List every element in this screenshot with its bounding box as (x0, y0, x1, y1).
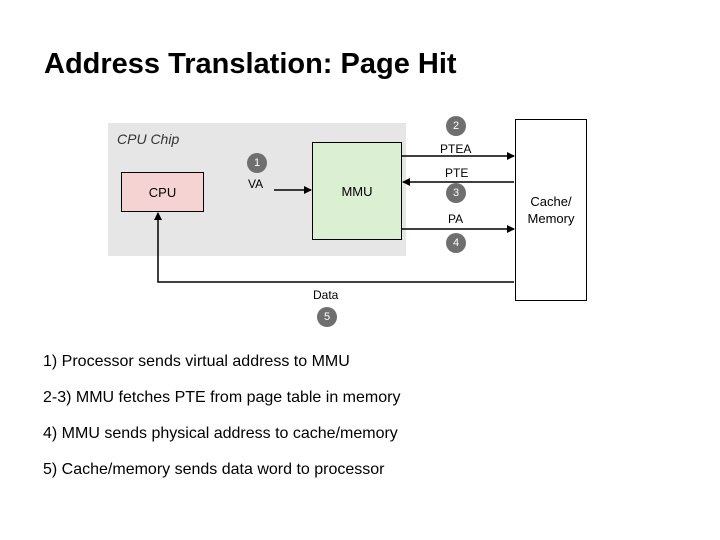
step-list-item: 1) Processor sends virtual address to MM… (43, 353, 350, 370)
memory-label-line2: Memory (527, 211, 575, 226)
page-title: Address Translation: Page Hit (44, 48, 457, 80)
mmu-label: MMU (341, 183, 373, 199)
step-4-badge: 4 (446, 233, 466, 253)
step-list-item: 4) MMU sends physical address to cache/m… (43, 425, 398, 442)
pa-label: PA (448, 212, 464, 226)
ptea-label: PTEA (440, 142, 472, 156)
memory-label-line1: Cache/ (530, 194, 572, 209)
cpu-box: CPU (121, 172, 204, 212)
step-list-item: 5) Cache/memory sends data word to proce… (43, 461, 385, 478)
step-1-badge: 1 (247, 153, 267, 173)
cache-memory-box: Cache/ Memory (515, 119, 587, 301)
cpu-chip-label: CPU Chip (117, 131, 180, 147)
va-label: VA (248, 177, 264, 191)
step-2-badge: 2 (446, 116, 466, 136)
step-5-badge: 5 (317, 307, 337, 327)
data-label: Data (313, 288, 339, 302)
step-list: 1) Processor sends virtual address to MM… (43, 352, 400, 496)
data-arrow (154, 212, 514, 283)
mmu-box: MMU (312, 142, 402, 240)
cpu-label: CPU (148, 184, 177, 200)
step-3-badge: 3 (446, 183, 466, 203)
pte-label: PTE (445, 166, 469, 180)
step-list-item: 2-3) MMU fetches PTE from page table in … (43, 389, 401, 406)
